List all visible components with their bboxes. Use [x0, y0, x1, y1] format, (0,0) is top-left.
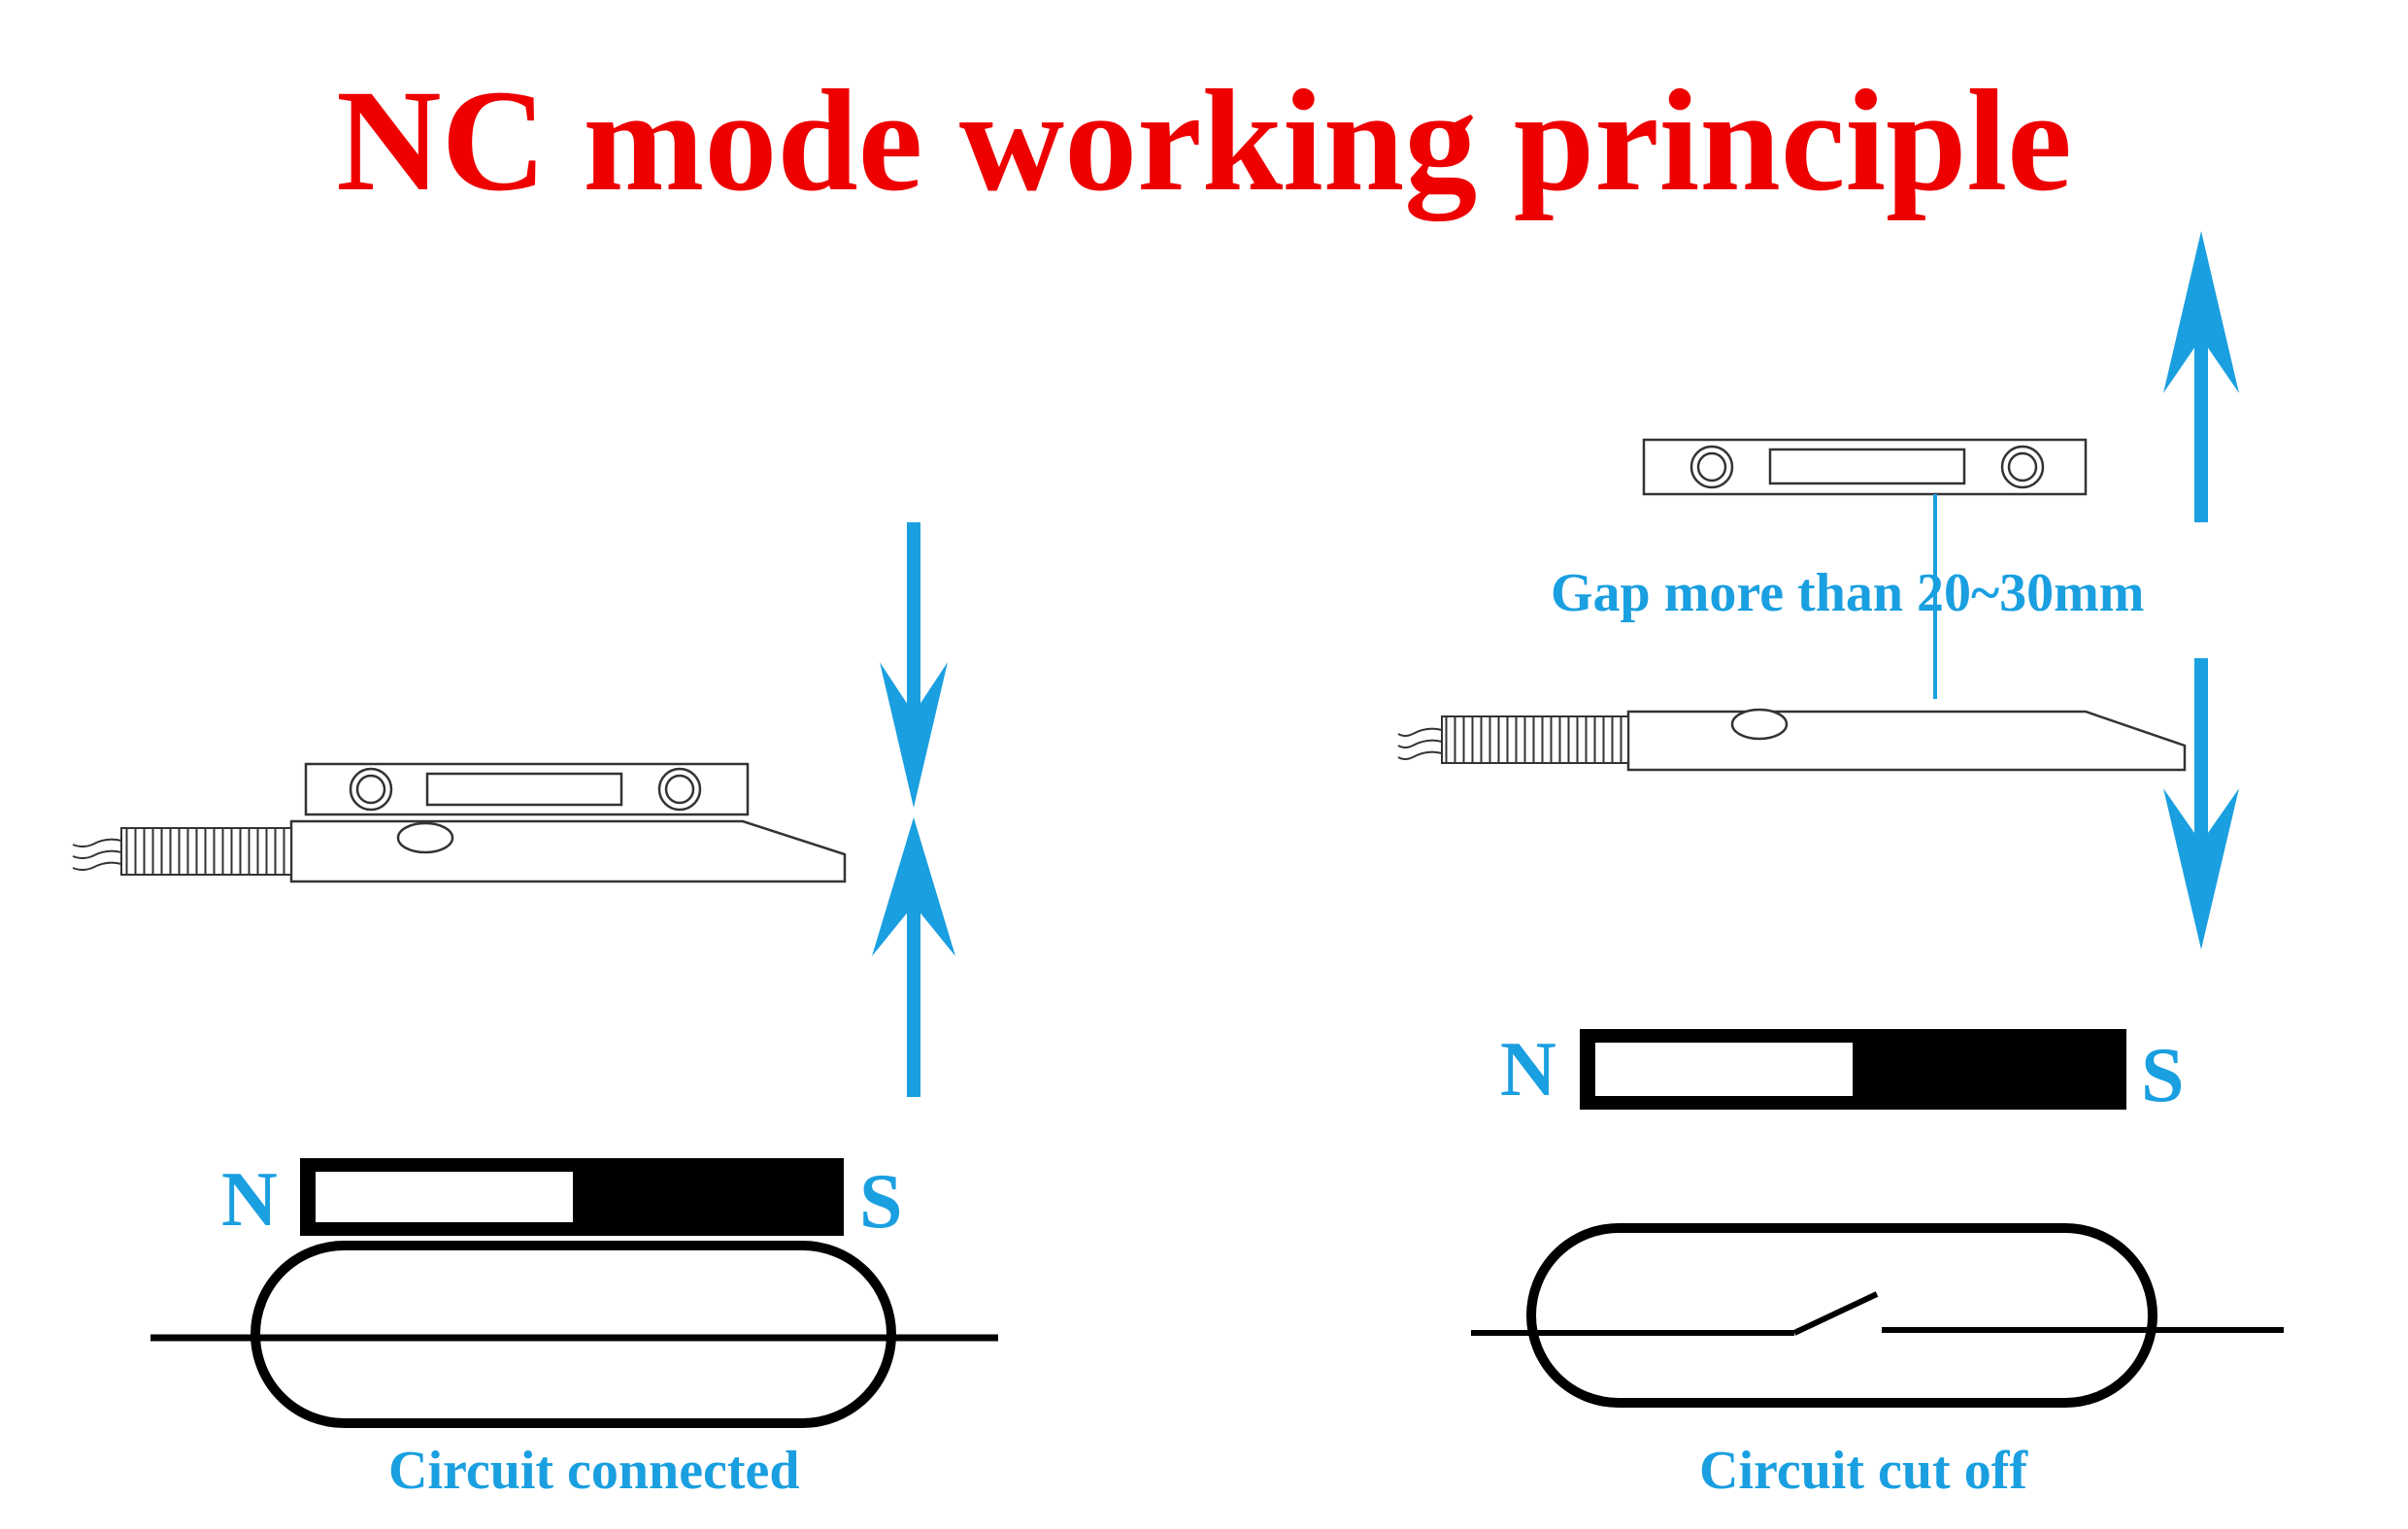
- page-title: NC mode working principle: [336, 60, 2072, 221]
- north-pole-label: N: [221, 1157, 278, 1243]
- magnet-sensor-icon: [1642, 438, 2088, 496]
- right-panel: [1397, 231, 2284, 1408]
- arrow-icon: [880, 522, 948, 808]
- bar-magnet-icon: [300, 1158, 844, 1236]
- north-pole-label: N: [1500, 1027, 1556, 1113]
- reed-switch-icon: [1471, 1223, 2284, 1408]
- right-caption: Circuit cut off: [1699, 1441, 2027, 1501]
- magnet-sensor-icon: [304, 762, 750, 816]
- left-caption: Circuit connected: [388, 1441, 800, 1501]
- south-pole-label: S: [2141, 1033, 2185, 1118]
- reed-switch-icon: [150, 1241, 998, 1428]
- arrow-icon: [2163, 658, 2239, 949]
- left-panel: [72, 522, 998, 1428]
- bar-magnet-icon: [1580, 1029, 2126, 1110]
- gap-label: Gap more than 20~30mm: [1551, 563, 2145, 623]
- south-pole-label: S: [859, 1159, 903, 1245]
- reed-sensor-icon: [1397, 708, 2187, 772]
- reed-sensor-icon: [72, 819, 847, 883]
- arrow-icon: [2163, 231, 2239, 522]
- arrow-icon: [872, 817, 955, 1097]
